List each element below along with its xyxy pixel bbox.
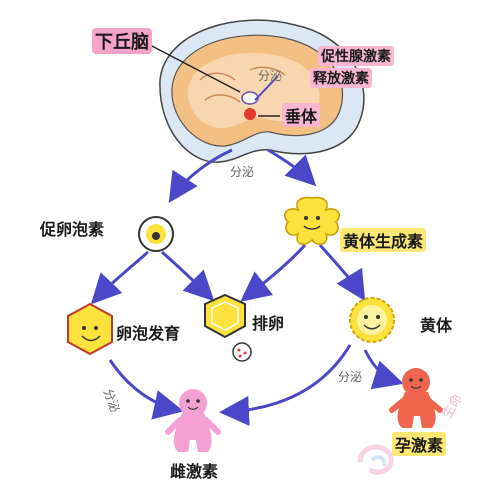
secretion-label-hypothalamus: 分泌	[258, 69, 283, 83]
secretion-label-pituitary: 分泌	[230, 165, 255, 179]
corpus-luteum-label: 黄体	[420, 316, 453, 335]
arrow-fsh-to-ovulation	[161, 250, 215, 302]
estrogen-label: 雌激素	[170, 462, 219, 481]
pituitary-marker	[244, 108, 256, 120]
releasing-hormone-label-line2: 释放激素	[310, 68, 372, 88]
arrow-corpus-luteum-to-estrogen	[219, 344, 352, 426]
corpus-luteum-illustration	[349, 297, 395, 343]
hypothalamus-label: 下丘脑	[92, 28, 152, 54]
arrow-fsh-to-follicle	[90, 250, 149, 305]
ovulation-hexagon-illustration	[204, 293, 246, 339]
follicle-hexagon-illustration	[67, 302, 113, 356]
arrow-follicle-to-estrogen	[108, 359, 184, 420]
arrow-pituitary-to-fsh	[168, 148, 233, 204]
lh-star-illustration	[284, 196, 340, 245]
egg-cell-illustration	[232, 342, 252, 362]
estrogen-figure-illustration	[165, 389, 221, 452]
brain-illustration	[159, 19, 365, 163]
ovulation-label: 排卵	[252, 314, 285, 333]
arrow-pituitary-to-lh	[267, 148, 317, 187]
follicle-development-label: 卵泡发育	[116, 324, 181, 343]
arrow-lh-to-ovulation	[240, 244, 307, 302]
arrow-hypothalamus-secretion	[254, 75, 279, 101]
hypothalamus-pointer	[149, 44, 241, 93]
progesterone-label: 孕激素	[392, 432, 447, 456]
lh-label: 黄体生成素	[340, 228, 427, 252]
watermark-logo	[357, 444, 394, 475]
fsh-label: 促卵泡素	[40, 220, 105, 239]
releasing-hormone-label-line1: 促性腺激素	[318, 46, 394, 66]
arrow-corpus-luteum-to-progesterone	[363, 349, 404, 390]
progesterone-figure-illustration	[389, 368, 443, 428]
follicle-cell-illustration	[138, 216, 174, 252]
secretion-label-corpus-luteum: 分泌	[338, 370, 363, 384]
pituitary-label: 垂体	[282, 103, 321, 127]
arrow-lh-to-corpus-luteum	[318, 244, 366, 302]
